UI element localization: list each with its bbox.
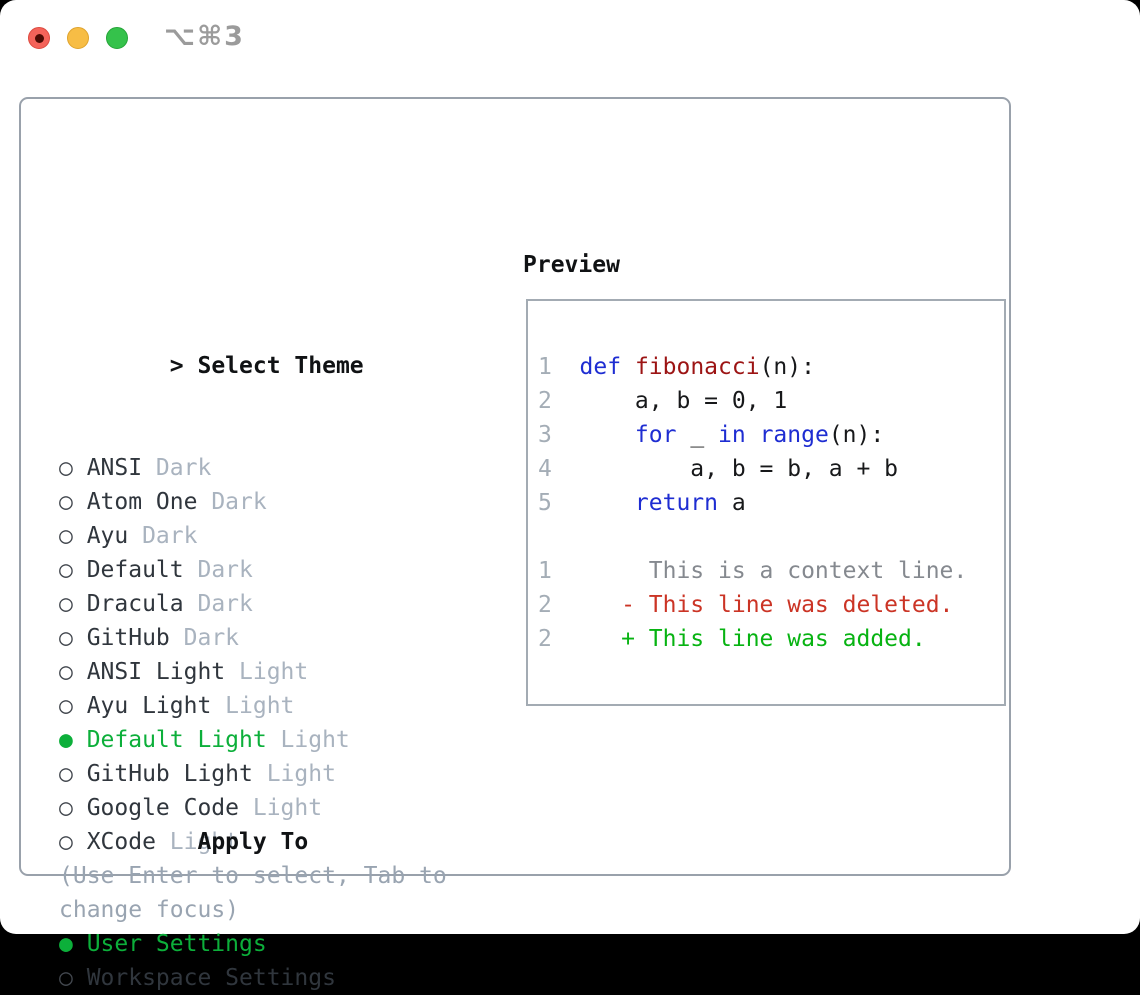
radio-icon: ○ bbox=[59, 489, 87, 515]
theme-variant-badge: Dark bbox=[211, 489, 267, 515]
theme-name: Default bbox=[86, 557, 184, 583]
radio-icon: ○ bbox=[59, 659, 87, 685]
apply-option-label: User Settings bbox=[86, 931, 267, 957]
code-line: 3 for _ in range(n): bbox=[538, 418, 1004, 452]
radio-icon: ○ bbox=[59, 795, 87, 821]
radio-icon: ○ bbox=[59, 625, 87, 651]
apply-to-header: Apply To bbox=[59, 791, 511, 855]
theme-option[interactable]: ○ XCode Light bbox=[59, 825, 511, 859]
code-line: 2 + This line was added. bbox=[538, 622, 1004, 656]
theme-option[interactable]: ○ Google Code Light bbox=[59, 791, 511, 825]
line-number: 2 bbox=[538, 388, 552, 414]
theme-list-header: > Select Theme bbox=[59, 315, 511, 379]
apply-option-label: Workspace Settings bbox=[86, 965, 336, 991]
theme-variant-badge: Light bbox=[169, 829, 240, 855]
line-number: 3 bbox=[538, 422, 552, 448]
theme-name: Google Code bbox=[86, 795, 240, 821]
theme-option[interactable]: ○ ANSI Dark bbox=[59, 451, 511, 485]
keyboard-hint: (Use Enter to select, Tab to change focu… bbox=[59, 863, 447, 923]
theme-name: Atom One bbox=[86, 489, 198, 515]
theme-variant-badge: Light bbox=[280, 727, 350, 753]
line-number: 1 bbox=[538, 558, 552, 584]
theme-variant-badge: Dark bbox=[142, 523, 198, 549]
code-line-content: + This line was added. bbox=[579, 626, 926, 652]
selected-radio-icon: ● bbox=[59, 727, 87, 753]
theme-name: Ayu Light bbox=[86, 693, 212, 719]
minimize-button[interactable] bbox=[67, 27, 89, 49]
theme-name: Ayu bbox=[86, 523, 129, 549]
theme-option[interactable]: ○ GitHub Dark bbox=[59, 621, 511, 655]
theme-option[interactable]: ○ Ayu Dark bbox=[59, 519, 511, 553]
apply-option[interactable]: ○ Workspace Settings bbox=[59, 961, 511, 995]
radio-icon: ○ bbox=[59, 591, 87, 617]
code-line: 5 return a bbox=[538, 486, 1004, 520]
radio-icon: ○ bbox=[59, 455, 87, 481]
line-number: 1 bbox=[538, 354, 552, 380]
theme-name: Default Light bbox=[86, 727, 267, 753]
code-line: 2 a, b = 0, 1 bbox=[538, 384, 1004, 418]
theme-option[interactable]: ○ Ayu Light Light bbox=[59, 689, 511, 723]
code-line-content: a, b = b, a + b bbox=[579, 456, 899, 482]
close-button[interactable] bbox=[28, 27, 50, 49]
code-line-content: a, b = 0, 1 bbox=[579, 388, 788, 414]
code-line: 2 - This line was deleted. bbox=[538, 588, 1004, 622]
radio-icon: ○ bbox=[59, 829, 87, 855]
preview-title: Preview bbox=[523, 252, 620, 278]
theme-option[interactable]: ○ Dracula Dark bbox=[59, 587, 511, 621]
theme-name: Dracula bbox=[86, 591, 184, 617]
theme-name: ANSI bbox=[86, 455, 143, 481]
code-line: 1 This is a context line. bbox=[538, 554, 1004, 588]
unsaved-indicator-dot bbox=[34, 33, 44, 43]
radio-icon: ○ bbox=[59, 693, 87, 719]
code-line-content: This is a context line. bbox=[579, 558, 968, 584]
theme-variant-badge: Light bbox=[225, 693, 295, 719]
theme-variant-badge: Light bbox=[252, 795, 323, 821]
window-controls bbox=[28, 27, 128, 49]
line-number: 4 bbox=[538, 456, 552, 482]
window-title: ⌥⌘3 bbox=[164, 21, 245, 52]
theme-option[interactable]: ● Default Light Light bbox=[59, 723, 511, 757]
theme-name: GitHub Light bbox=[86, 761, 253, 787]
code-line: 1 def fibonacci(n): bbox=[538, 350, 1004, 384]
code-line-content: - This line was deleted. bbox=[579, 592, 954, 618]
apply-option[interactable]: ● User Settings bbox=[59, 927, 511, 961]
theme-option[interactable]: ○ Default Dark bbox=[59, 553, 511, 587]
code-line bbox=[538, 520, 1004, 554]
theme-variant-badge: Dark bbox=[155, 455, 212, 481]
theme-name: GitHub bbox=[86, 625, 170, 651]
theme-name: XCode bbox=[86, 829, 156, 855]
radio-icon: ○ bbox=[59, 557, 87, 583]
line-number: 2 bbox=[538, 592, 552, 618]
apply-to-title: Apply To bbox=[197, 829, 309, 855]
radio-icon: ○ bbox=[59, 761, 87, 787]
line-number: 5 bbox=[538, 490, 552, 516]
theme-name: ANSI Light bbox=[86, 659, 226, 685]
theme-list-title: Select Theme bbox=[197, 353, 364, 379]
selected-radio-icon: ● bbox=[59, 931, 87, 957]
theme-variant-badge: Dark bbox=[197, 557, 253, 583]
code-line-content: for _ in range(n): bbox=[634, 422, 885, 448]
theme-option[interactable]: ○ GitHub Light Light bbox=[59, 757, 511, 791]
zoom-button[interactable] bbox=[106, 27, 128, 49]
radio-icon: ○ bbox=[59, 965, 87, 991]
code-line: 4 a, b = b, a + b bbox=[538, 452, 1004, 486]
code-line-content: def fibonacci(n): bbox=[579, 354, 815, 380]
theme-option[interactable]: ○ Atom One Dark bbox=[59, 485, 511, 519]
theme-option[interactable]: ○ ANSI Light Light bbox=[59, 655, 511, 689]
theme-variant-badge: Dark bbox=[197, 591, 253, 617]
radio-icon: ○ bbox=[59, 523, 87, 549]
theme-variant-badge: Light bbox=[266, 761, 336, 787]
code-line-content: return a bbox=[634, 490, 746, 516]
line-number: 2 bbox=[538, 626, 552, 652]
theme-variant-badge: Dark bbox=[183, 625, 240, 651]
prompt-caret: > bbox=[169, 353, 184, 379]
theme-variant-badge: Light bbox=[239, 659, 309, 685]
